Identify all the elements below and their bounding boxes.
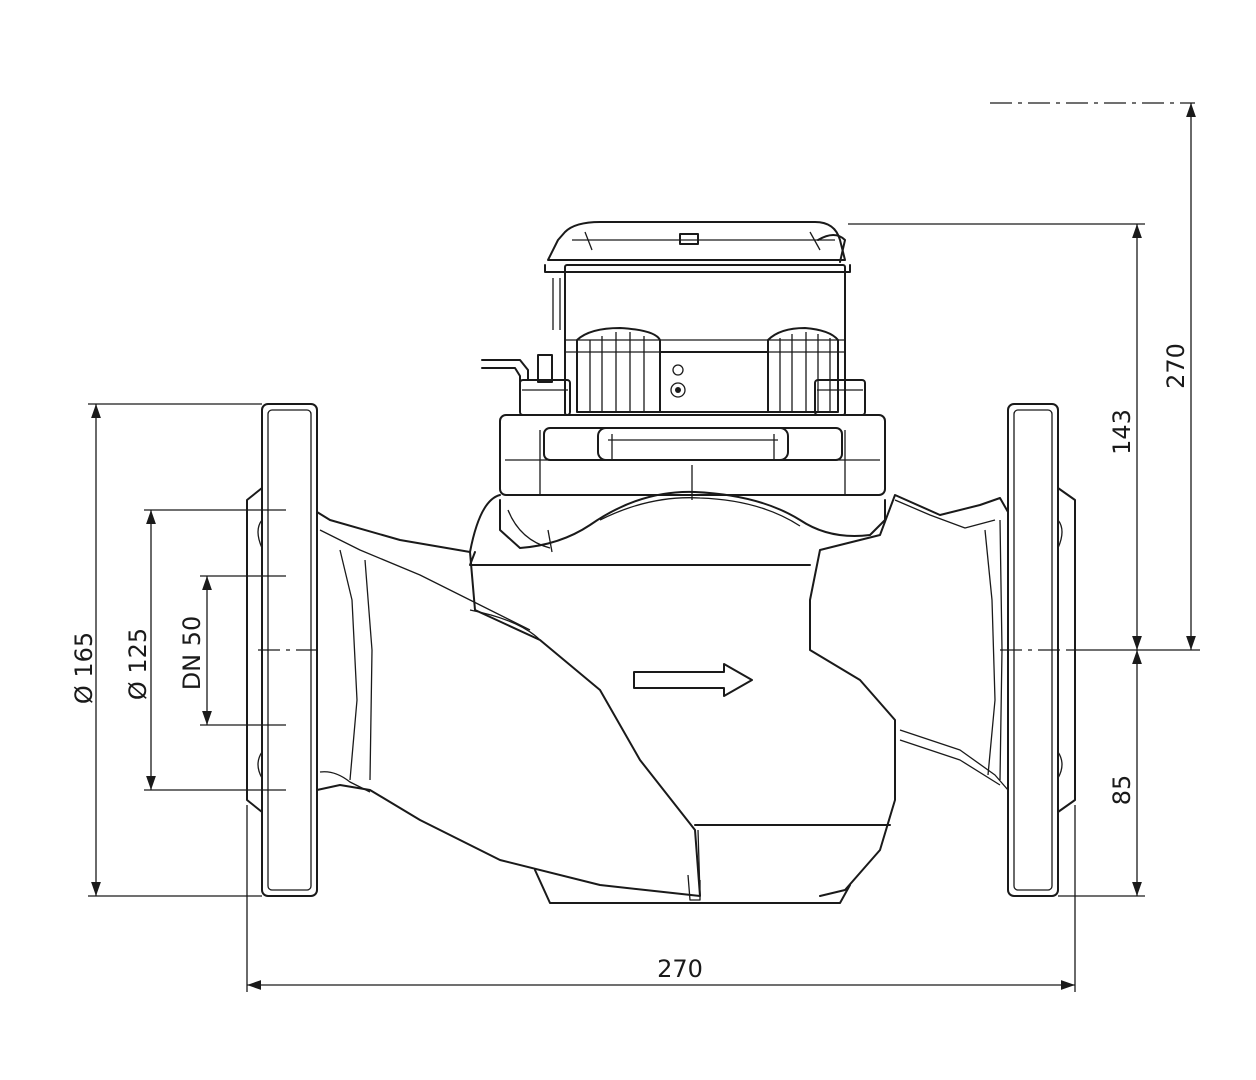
dimension-height-below-axis: 85 <box>1108 650 1142 896</box>
dimension-overall-height: 270 <box>1162 103 1196 650</box>
meter-body <box>246 221 1076 904</box>
flange-diameter-label: Ø 165 <box>70 632 98 704</box>
dimension-flange-diameter: Ø 165 <box>70 404 101 896</box>
left-inlet-pipe <box>316 511 701 897</box>
dimension-height-above-axis: 143 <box>1108 224 1142 650</box>
central-chamber <box>469 494 891 904</box>
dimension-overall-length: 270 <box>247 955 1075 990</box>
register-base <box>499 414 886 496</box>
right-knob <box>767 327 839 413</box>
height-above-axis-label: 143 <box>1108 409 1136 455</box>
center-axis-lines <box>258 102 1195 651</box>
overall-length-label: 270 <box>657 955 703 983</box>
body-saddle <box>499 465 886 553</box>
register-lid <box>547 221 846 263</box>
bolt-circle-label: Ø 125 <box>124 628 152 700</box>
dimension-bolt-circle: Ø 125 <box>124 510 156 790</box>
right-outlet-pipe <box>809 494 1009 897</box>
flow-direction-arrow-icon <box>633 663 753 697</box>
seal-lever <box>481 354 553 383</box>
left-knob <box>576 327 661 413</box>
height-below-axis-label: 85 <box>1108 775 1136 806</box>
overall-height-label: 270 <box>1162 343 1190 389</box>
nominal-diameter-label: DN 50 <box>178 616 206 691</box>
register-supports <box>519 379 866 416</box>
register-head <box>544 264 851 416</box>
dimension-nominal-diameter: DN 50 <box>178 576 212 725</box>
